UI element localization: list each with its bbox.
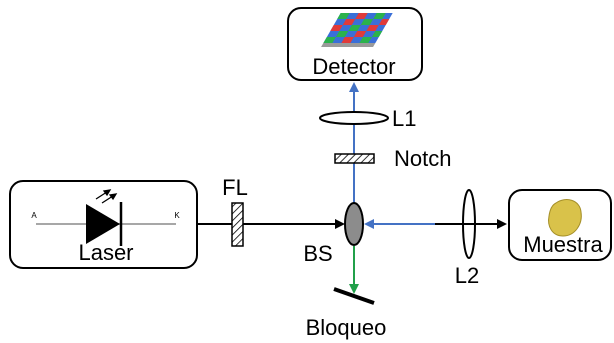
detector-box: Detector (288, 8, 422, 80)
l1-label: L1 (392, 106, 416, 131)
laser-label: Laser (78, 240, 133, 265)
notch-filter (335, 154, 374, 163)
lens-l1 (320, 112, 388, 124)
l2-label: L2 (455, 263, 479, 288)
anode-label: A (31, 211, 37, 220)
sample-box: Muestra (509, 190, 611, 260)
beam-splitter (345, 203, 363, 245)
detector-label: Detector (312, 54, 395, 79)
cathode-label: K (174, 211, 180, 220)
fl-label: FL (222, 175, 248, 200)
laser-box: A K Laser (10, 181, 197, 268)
fl-filter (232, 203, 243, 246)
muestra-label: Muestra (523, 232, 603, 257)
notch-label: Notch (394, 146, 451, 171)
bs-label: BS (303, 241, 332, 266)
bloqueo-label: Bloqueo (306, 315, 387, 340)
